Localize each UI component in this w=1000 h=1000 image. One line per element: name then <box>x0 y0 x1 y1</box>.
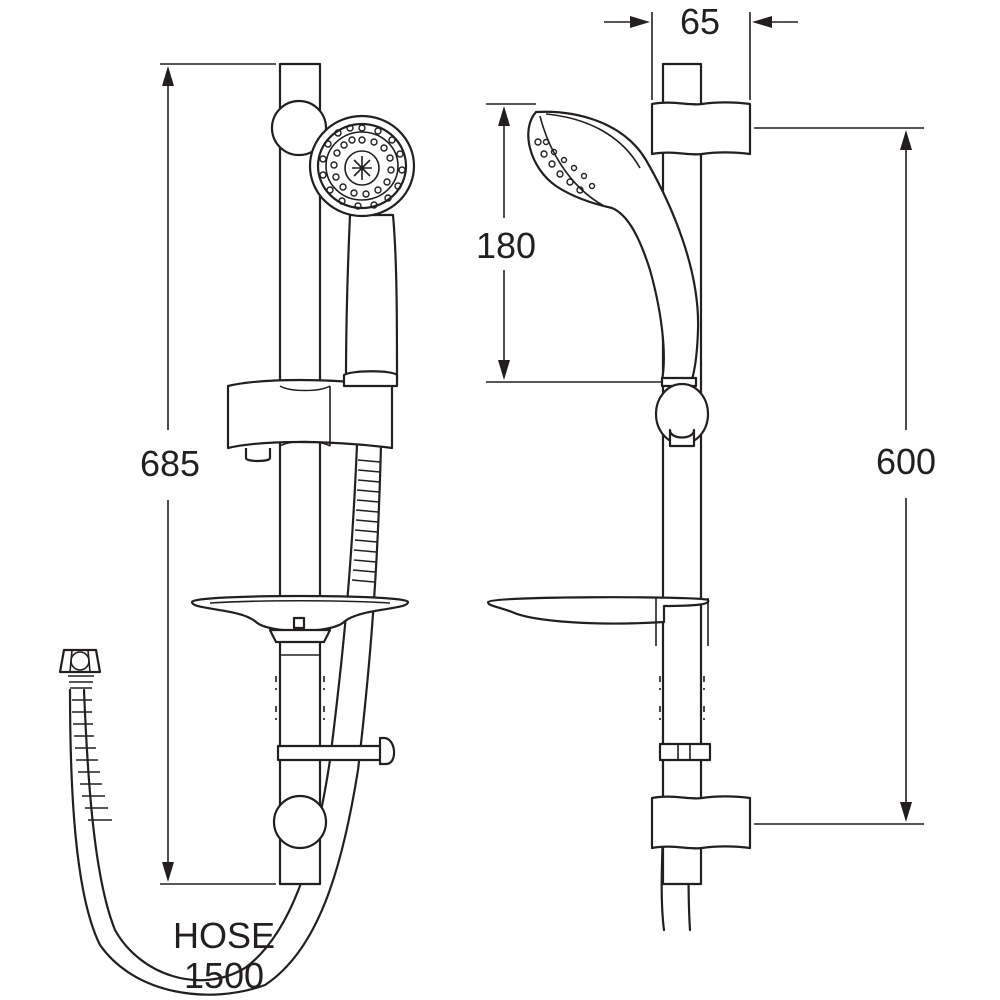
side-slider-bracket <box>654 382 710 448</box>
side-bottom-bracket <box>650 795 752 850</box>
dimension-600: 600 <box>754 127 936 825</box>
spray-face-nozzles <box>319 124 406 210</box>
dimension-65: 65 <box>604 1 798 100</box>
front-hose <box>68 443 383 996</box>
side-view <box>486 62 752 932</box>
dimension-685: 685 <box>140 63 276 885</box>
side-soap-dish <box>486 596 710 646</box>
hose-connector-nut <box>58 648 112 821</box>
front-bottom-bracket <box>272 794 328 850</box>
front-slider-bracket <box>226 370 399 463</box>
front-view <box>58 62 416 996</box>
dimension-180-label: 180 <box>476 225 536 266</box>
front-top-bracket <box>270 99 328 157</box>
side-top-bracket <box>650 101 752 156</box>
front-handset <box>308 114 416 382</box>
side-hose-clip <box>658 742 712 762</box>
dimension-685-label: 685 <box>140 443 200 484</box>
hose-length-value: 1500 <box>184 955 264 996</box>
side-spray-nozzles <box>534 138 596 194</box>
dimension-600-label: 600 <box>876 441 936 482</box>
front-hose-clip <box>276 736 396 766</box>
dimension-65-label: 65 <box>680 1 720 42</box>
side-handset <box>527 110 700 388</box>
dimension-180: 180 <box>476 103 662 383</box>
front-soap-dish <box>190 594 410 644</box>
hose-word: HOSE <box>173 915 275 956</box>
hose-length-label: HOSE 1500 <box>173 915 275 996</box>
